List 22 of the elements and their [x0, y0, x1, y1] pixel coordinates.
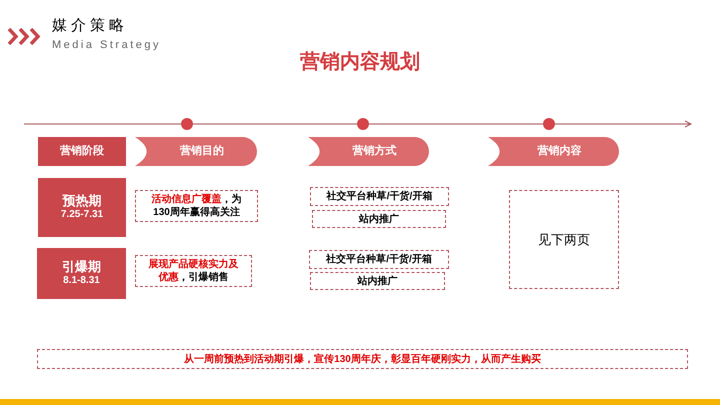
goal-box: 活动信息广覆盖，为130周年赢得高关注	[135, 190, 258, 222]
stage-box	[38, 137, 126, 166]
method-box: 社交平台种草/干货/开箱	[310, 187, 449, 206]
method-box: 社交平台种草/干货/开箱	[309, 250, 449, 269]
stage-name: 预热期	[62, 193, 102, 210]
goal-box: 展现产品硬核实力及优惠，引爆销售	[135, 255, 252, 287]
header-tab: 营销方式	[308, 137, 429, 166]
date-range: 8.1-8.31	[63, 275, 100, 288]
content-box: 见下两页	[509, 190, 619, 289]
stage-name: 引爆期	[62, 259, 101, 276]
summary-box: 从一周前预热到活动期引爆，宣传130周年庆，彰显百年硬刚实力，从而产生购买	[37, 349, 688, 369]
section-subtitle: Media Strategy	[52, 40, 161, 51]
stage-box	[38, 178, 126, 237]
method-box: 站内推广	[310, 272, 445, 290]
section-title: 媒介策略	[52, 18, 128, 33]
method-box: 站内推广	[312, 210, 446, 228]
date-range: 7.25-7.31	[60, 209, 104, 222]
stage-box	[37, 248, 126, 299]
header-tab: 营销目的	[135, 137, 257, 166]
stage-name: 营销阶段	[60, 144, 104, 160]
page-title: 营销内容规划	[300, 50, 420, 75]
header-tab: 营销内容	[488, 137, 619, 166]
